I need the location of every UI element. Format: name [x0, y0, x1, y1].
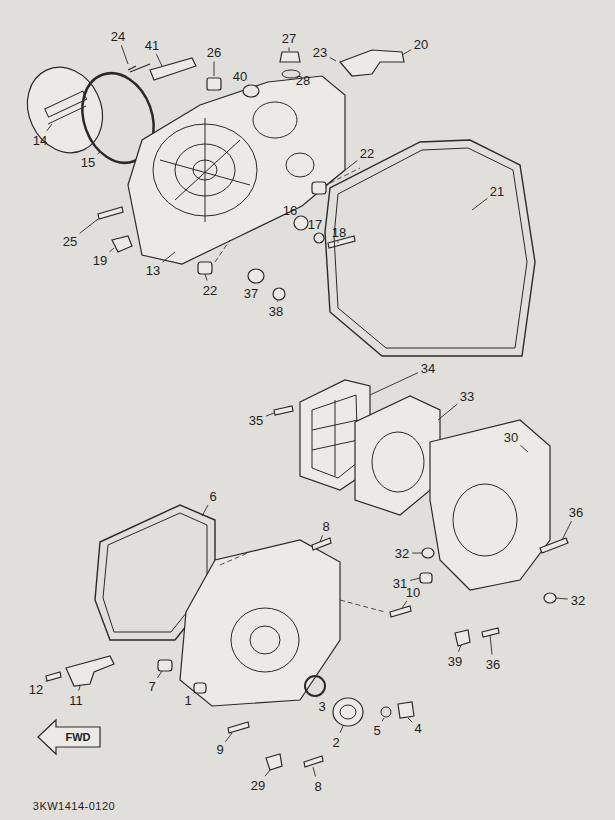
leader-line [266, 413, 274, 416]
leader-line [472, 198, 487, 210]
callout-number: 32 [395, 547, 409, 560]
leader-line [157, 671, 162, 678]
callout-number: 8 [322, 520, 329, 533]
leader-line [316, 696, 318, 697]
leader-line [326, 160, 357, 185]
callout-number: 15 [81, 156, 95, 169]
fwd-arrow [38, 720, 100, 754]
leader-line [265, 770, 270, 776]
callout-number: 12 [29, 683, 43, 696]
leader-line [313, 767, 316, 777]
callout-number: 4 [414, 722, 421, 735]
callout-number: 35 [249, 414, 263, 427]
callout-number: 40 [233, 70, 247, 83]
part-number: 3KW1414-0120 [33, 801, 115, 812]
leader-line [297, 218, 298, 219]
leader-line [121, 45, 128, 64]
callout-number: 36 [486, 658, 500, 671]
leader-line [320, 535, 323, 542]
callout-number: 34 [421, 362, 435, 375]
callout-number: 28 [296, 74, 310, 87]
callout-number: 10 [406, 586, 420, 599]
leader-line [214, 62, 215, 77]
callout-number: 14 [33, 134, 47, 147]
leader-line [47, 124, 52, 131]
callout-number: 33 [460, 390, 474, 403]
leader-line [248, 84, 249, 85]
callout-number: 1 [184, 694, 191, 707]
callout-number: 39 [448, 655, 462, 668]
leader-line [156, 54, 162, 66]
callout-number: 16 [283, 204, 297, 217]
leader-line [338, 241, 339, 243]
leader-line [402, 50, 411, 55]
callout-number: 38 [269, 305, 283, 318]
leader-line [46, 680, 47, 681]
leader-line [410, 578, 420, 580]
leader-line [402, 601, 407, 608]
direction-label: FWD [65, 732, 90, 743]
callout-number: 37 [244, 287, 258, 300]
callout-number: 30 [504, 431, 518, 444]
callout-number: 24 [111, 30, 125, 43]
leader-line [408, 718, 412, 722]
leader-line [382, 718, 384, 721]
leader-line [225, 733, 232, 742]
leader-line [277, 300, 278, 302]
callout-number: 36 [569, 506, 583, 519]
leader-line [520, 445, 528, 452]
callout-number: 8 [314, 780, 321, 793]
leader-line [163, 252, 175, 262]
callout-number: 5 [373, 724, 380, 737]
callout-number: 19 [93, 254, 107, 267]
callout-number: 25 [63, 235, 77, 248]
leader-line [438, 404, 457, 420]
callout-number: 20 [414, 38, 428, 51]
leader-line [202, 505, 208, 516]
leader-line [340, 726, 343, 733]
callout-number: 13 [146, 264, 160, 277]
callout-number: 26 [207, 46, 221, 59]
callout-number: 41 [145, 39, 159, 52]
callout-number: 31 [393, 577, 407, 590]
leader-line [80, 219, 98, 233]
leader-line [556, 598, 568, 599]
callout-number: 17 [308, 218, 322, 231]
leader-line [110, 248, 114, 252]
leader-line [98, 152, 100, 154]
leader-line [330, 58, 336, 61]
callout-number: 22 [203, 284, 217, 297]
callout-number: 11 [69, 694, 83, 707]
leader-line [458, 645, 461, 652]
leader-line [370, 373, 418, 395]
leader-line [194, 692, 195, 694]
leader-line [490, 635, 492, 655]
callout-number: 23 [313, 46, 327, 59]
callout-number: 22 [360, 147, 374, 160]
leader-line [562, 521, 571, 540]
callout-number: 2 [332, 736, 339, 749]
leader-line [412, 553, 422, 554]
callout-number: 6 [209, 490, 216, 503]
callout-number: 21 [490, 185, 504, 198]
callout-number: 18 [332, 226, 346, 239]
callout-number: 3 [318, 700, 325, 713]
callout-number: 29 [251, 779, 265, 792]
leader-line [289, 48, 290, 52]
leader-line [205, 274, 207, 281]
leader-line [79, 686, 80, 691]
callout-number: 7 [148, 680, 155, 693]
clutch-cover-group [14, 50, 404, 300]
leader-line [254, 283, 255, 285]
callout-number: 9 [216, 743, 223, 756]
callout-number: 32 [571, 594, 585, 607]
callout-number: 27 [282, 32, 296, 45]
